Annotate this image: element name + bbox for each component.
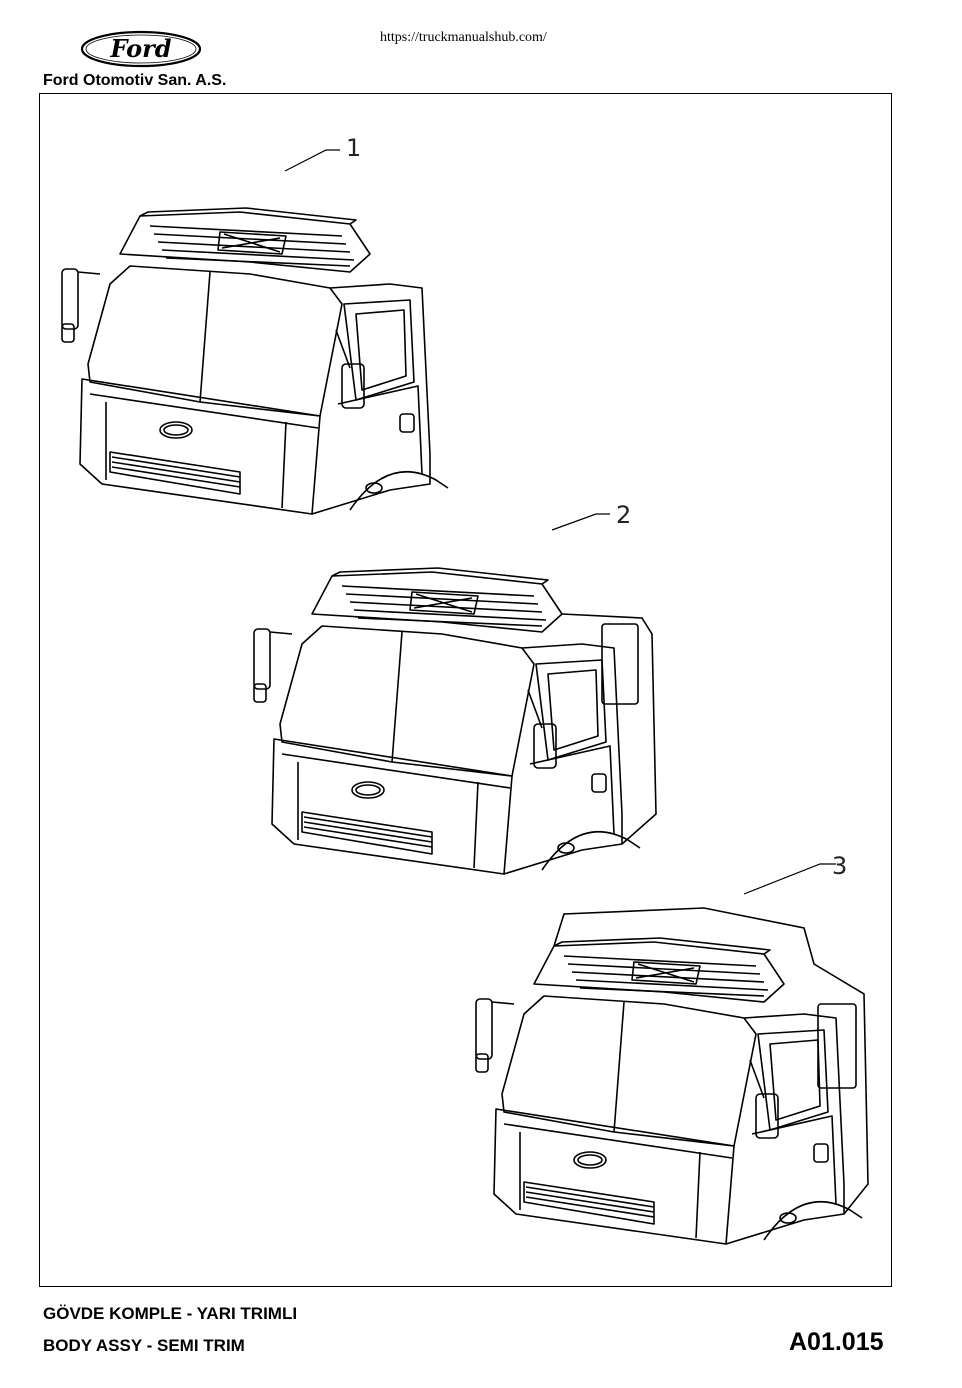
company-name: Ford Otomotiv San. A.S. <box>43 72 227 89</box>
ford-logo: Ford <box>80 30 202 68</box>
callout-3: 3 <box>832 852 847 880</box>
callout-leader-1 <box>284 149 340 172</box>
part-code: A01.015 <box>789 1328 884 1356</box>
callout-2: 2 <box>616 501 631 529</box>
illustration-frame: 1 2 3 <box>39 93 892 1287</box>
source-url[interactable]: https://truckmanualshub.com/ <box>380 30 547 45</box>
callout-leader-2 <box>551 513 610 531</box>
truck-cab-high-roof-icon <box>475 907 869 1245</box>
truck-cab-short-icon <box>61 207 449 515</box>
title-turkish: GÖVDE KOMPLE - YARI TRIMLI <box>43 1304 298 1323</box>
callout-1: 1 <box>346 134 361 162</box>
callout-leader-3 <box>743 863 836 895</box>
title-english: BODY ASSY - SEMI TRIM <box>43 1336 245 1355</box>
truck-cab-sleeper-icon <box>253 567 657 875</box>
cab-illustrations: 1 2 3 <box>61 134 869 1245</box>
svg-text:Ford: Ford <box>109 34 171 63</box>
